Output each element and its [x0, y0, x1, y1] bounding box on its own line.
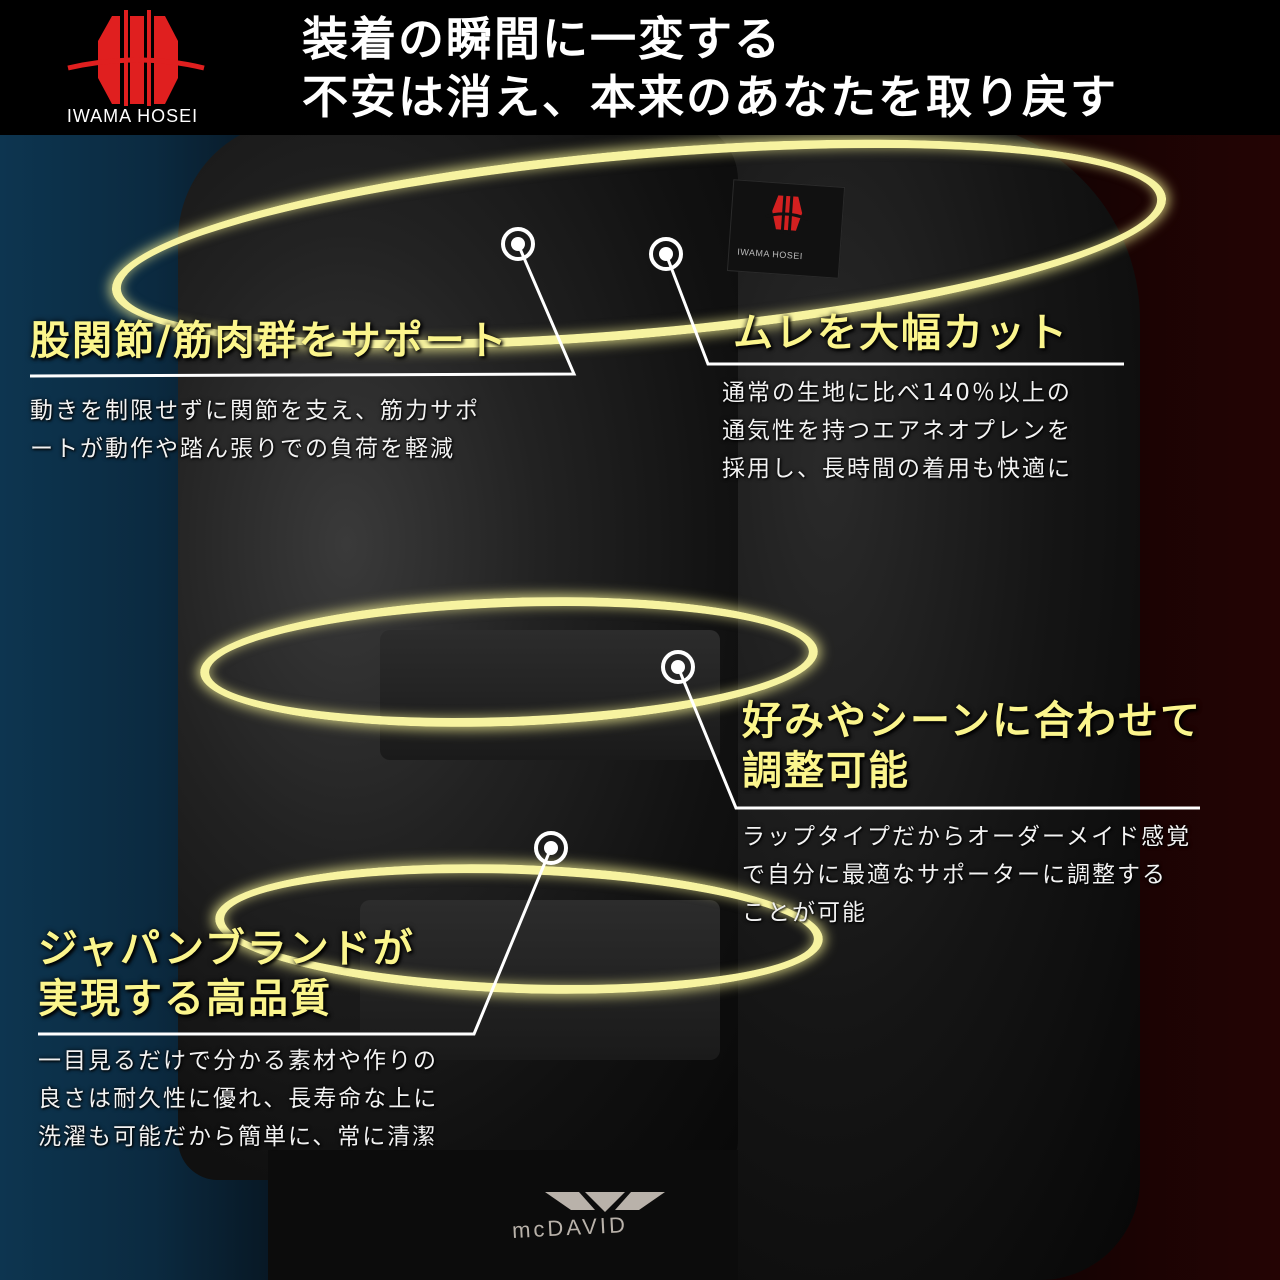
feature-desc-breathable: 通常の生地に比べ140％以上の 通気性を持つエアネオプレンを 採用し、長時間の着… [722, 374, 1072, 488]
desc-line: 通気性を持つエアネオプレンを [722, 418, 1072, 444]
brand-patch: IWAMA HOSEI [726, 179, 846, 279]
desc-line: 通常の生地に比べ140％以上の [722, 380, 1072, 406]
upper-strap [380, 630, 720, 760]
title-line: 好みやシーンに合わせて [742, 698, 1202, 744]
feature-title-breathable: ムレを大幅カット [733, 310, 1069, 356]
title-line: 調整可能 [742, 748, 910, 794]
callout-dot-adjustable [661, 650, 695, 684]
desc-line: で自分に最適なサポーターに調整する [742, 862, 1167, 888]
feature-desc-adjustable: ラップタイプだからオーダーメイド感覚 で自分に最適なサポーターに調整する ことが… [742, 818, 1191, 932]
patch-logo-icon [765, 191, 809, 235]
brand-name: IWAMA HOSEI [66, 106, 199, 126]
title-line: ジャパンブランドが [38, 926, 415, 972]
desc-line: 動きを制限せずに関節を支え、筋力サポ [30, 398, 480, 424]
feature-desc-quality: 一目見るだけで分かる素材や作りの 良さは耐久性に優れ、長寿命な上に 洗濯も可能だ… [38, 1042, 438, 1156]
feature-desc-support: 動きを制限せずに関節を支え、筋力サポ ートが動作や踏ん張りでの負荷を軽減 [30, 392, 480, 468]
desc-line: 良さは耐久性に優れ、長寿命な上に [38, 1086, 439, 1112]
lower-leg [268, 1150, 738, 1280]
feature-title-support: 股関節/筋肉群をサポート [30, 318, 509, 364]
mcdavid-logo-icon [545, 1192, 665, 1212]
callout-dot-support [501, 227, 535, 261]
callout-dot-breathable [649, 237, 683, 271]
brand-logo: IWAMA HOSEI [20, 6, 245, 131]
headline-line-1: 装着の瞬間に一変する [302, 12, 782, 66]
desc-line: ことが可能 [742, 900, 867, 926]
header-bar: IWAMA HOSEI 装着の瞬間に一変する 不安は消え、本来のあなたを取り戻す [0, 0, 1280, 135]
desc-line: ートが動作や踏ん張りでの負荷を軽減 [30, 436, 455, 462]
headline-line-2: 不安は消え、本来のあなたを取り戻す [302, 70, 1118, 124]
desc-line: 一目見るだけで分かる素材や作りの [38, 1048, 438, 1074]
title-line: 実現する高品質 [38, 976, 332, 1022]
feature-title-quality: ジャパンブランドが 実現する高品質 [38, 924, 415, 1024]
feature-title-adjustable: 好みやシーンに合わせて 調整可能 [742, 696, 1202, 796]
desc-line: 採用し、長時間の着用も快適に [722, 456, 1072, 482]
desc-line: 洗濯も可能だから簡単に、常に清潔 [38, 1124, 438, 1150]
desc-line: ラップタイプだからオーダーメイド感覚 [742, 824, 1192, 850]
iwama-hosei-logo-icon [67, 10, 205, 106]
callout-dot-quality [534, 831, 568, 865]
headline: 装着の瞬間に一変する 不安は消え、本来のあなたを取り戻す [302, 10, 1118, 126]
